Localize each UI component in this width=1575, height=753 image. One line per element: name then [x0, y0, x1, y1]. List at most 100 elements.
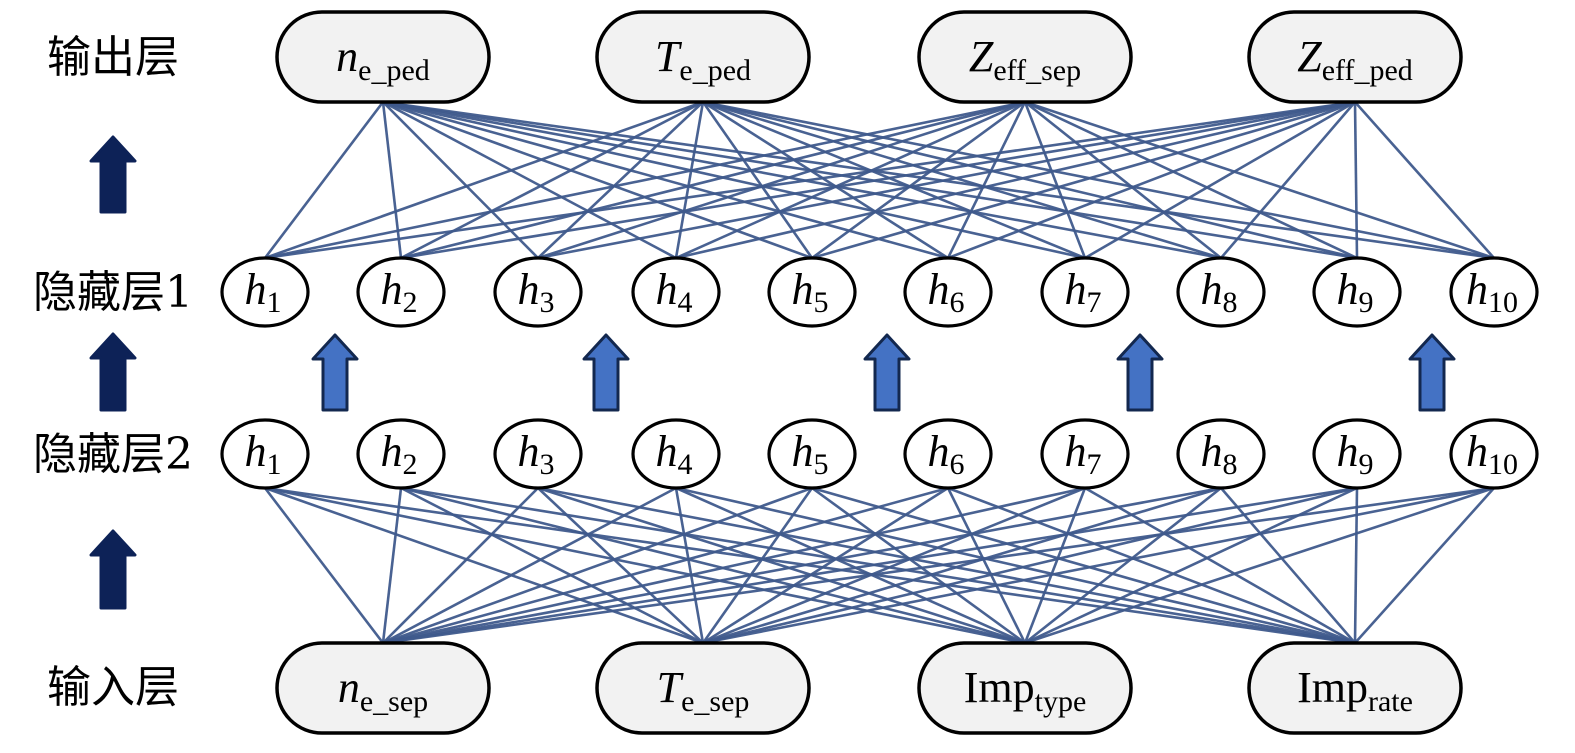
hidden-neuron-h1_7: h7	[1040, 256, 1130, 328]
neuron-ellipse	[903, 418, 993, 490]
layer-label-hidden1: 隐藏层1	[33, 267, 193, 318]
neuron-label: h7	[1065, 427, 1102, 481]
hidden-neuron-h2_8: h8	[1176, 418, 1266, 490]
up-arrow-icon	[89, 332, 137, 412]
connection-edge	[382, 486, 1495, 645]
connection-edge	[1023, 487, 1087, 644]
hidden-neuron-h2_2: h2	[356, 418, 446, 490]
connection-edge	[537, 486, 1026, 645]
connection-edge	[400, 486, 1026, 645]
layer-node-Te_ped: Te_ped	[595, 10, 811, 104]
node-pill-shape	[1247, 10, 1463, 104]
neuron-ellipse	[631, 256, 721, 328]
up-arrow-icon	[863, 333, 911, 412]
neuron-ellipse	[1449, 418, 1539, 490]
neuron-label: h10	[1466, 427, 1518, 481]
connection-edge	[537, 100, 1026, 260]
neuron-label: h6	[928, 265, 965, 319]
neuron-ellipse	[220, 256, 310, 328]
neuron-label: h2	[381, 265, 418, 319]
hidden-neuron-h2_6: h6	[903, 418, 993, 490]
neuron-label: h5	[792, 265, 829, 319]
connection-edge	[811, 486, 1026, 645]
connection-edge	[382, 486, 949, 645]
neuron-ellipse	[356, 418, 446, 490]
connection-edge	[702, 486, 1358, 645]
node-pill-shape	[917, 10, 1133, 104]
neuron-ellipse	[631, 418, 721, 490]
connection-edge	[537, 486, 1356, 645]
neuron-ellipse	[1312, 418, 1402, 490]
connection-edge	[382, 100, 813, 260]
layer-node-ne_sep: ne_sep	[275, 641, 491, 735]
neuron-label: h10	[1466, 265, 1518, 319]
connection-edge	[382, 101, 539, 259]
layer-label-hidden2: 隐藏层2	[33, 429, 193, 480]
neuron-ellipse	[1176, 418, 1266, 490]
connection-edge	[674, 101, 705, 259]
neuron-ellipse	[767, 256, 857, 328]
node-label: Te_sep	[657, 663, 750, 718]
connection-edge	[947, 486, 1356, 645]
node-pill-shape	[595, 641, 811, 735]
hidden-neuron-h2_3: h3	[493, 418, 583, 490]
connection-edge	[675, 486, 1356, 645]
hidden-neuron-h1_5: h5	[767, 256, 857, 328]
up-arrow-icon	[311, 333, 359, 412]
neuron-label: h7	[1065, 265, 1102, 319]
hidden-neuron-h1_8: h8	[1176, 256, 1266, 328]
layer-node-Te_sep: Te_sep	[595, 641, 811, 735]
connection-edge	[1024, 486, 1495, 645]
neuron-ellipse	[1040, 256, 1130, 328]
hidden-neuron-h1_6: h6	[903, 256, 993, 328]
connection-edge	[382, 100, 677, 260]
connection-edge	[382, 100, 1495, 260]
neuron-ellipse	[1449, 256, 1539, 328]
node-layer: ne_ped Te_ped Zeff_sep Zeff_ped h1 h2 h3 h4 h5 h6…	[220, 10, 1539, 735]
connection-edge	[264, 486, 1026, 645]
connection-edge	[264, 486, 1356, 645]
up-arrow-icon	[582, 333, 630, 412]
hidden-neuron-h2_4: h4	[631, 418, 721, 490]
neuron-ellipse	[1040, 418, 1130, 490]
neuron-label: h9	[1337, 427, 1374, 481]
connection-edge	[382, 486, 813, 645]
connection-edge	[382, 100, 1222, 260]
neuron-ellipse	[903, 256, 993, 328]
connection-edge	[702, 100, 1495, 260]
connection-edge	[701, 101, 814, 259]
connection-edge	[702, 100, 1358, 260]
node-label: ne_sep	[338, 663, 428, 718]
layer-node-Zeff_ped: Zeff_ped	[1247, 10, 1463, 104]
neuron-label: h9	[1337, 265, 1374, 319]
node-label: Imptype	[964, 663, 1087, 718]
layer-node-Zeff_sep: Zeff_sep	[917, 10, 1133, 104]
connection-edge	[702, 486, 1086, 645]
connection-edge	[1354, 101, 1495, 259]
connection-edge	[400, 100, 1026, 260]
connection-edge	[382, 100, 1086, 260]
neuron-label: h8	[1201, 265, 1238, 319]
hidden-neuron-h2_1: h1	[220, 418, 310, 490]
neuron-ellipse	[493, 256, 583, 328]
connection-edge	[382, 486, 1086, 645]
connection-edge	[702, 100, 1222, 260]
layer-node-ne_ped: ne_ped	[275, 10, 491, 104]
arrow-layer	[89, 135, 1456, 610]
neuron-label: h3	[518, 427, 555, 481]
neuron-label: h3	[518, 265, 555, 319]
connection-edge	[264, 100, 704, 260]
neuron-label: h4	[656, 427, 693, 481]
node-pill-shape	[1247, 641, 1463, 735]
neuron-label: h5	[792, 427, 829, 481]
connection-edge	[675, 486, 1026, 645]
connection-edge	[1084, 100, 1356, 260]
node-pill-shape	[275, 641, 491, 735]
node-label: Imprate	[1297, 663, 1413, 718]
connection-edge	[675, 100, 1026, 260]
hidden-neuron-h1_9: h9	[1312, 256, 1402, 328]
connection-edge	[811, 100, 1356, 260]
connection-edge	[702, 100, 949, 260]
node-pill-shape	[275, 10, 491, 104]
